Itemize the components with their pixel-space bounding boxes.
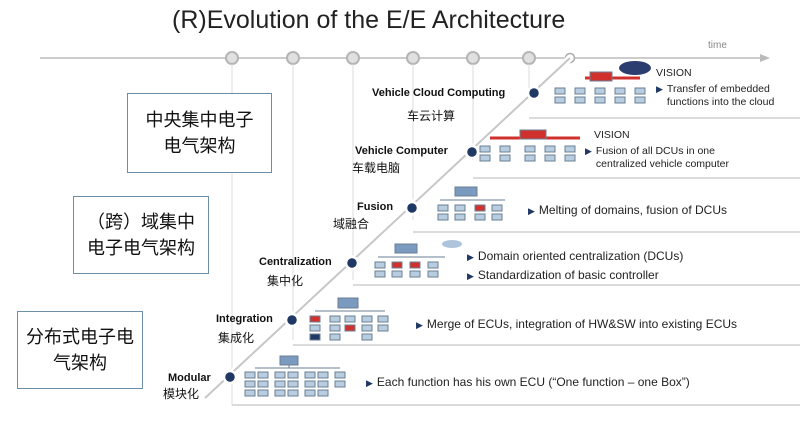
stage-cn-fusion: 域融合 <box>333 217 370 231</box>
stage-label-modular: Modular <box>168 372 211 384</box>
modular-ecu-diagram <box>244 355 346 397</box>
page-title: (R)Evolution of the E/E Architecture <box>172 6 566 34</box>
desc-centralization-2: ▶Standardization of basic controller <box>467 268 659 282</box>
bullet-icon: ▶ <box>585 146 592 156</box>
desc-vehicle-cloud: ▶Transfer of embedded functions into the… <box>656 83 775 108</box>
time-axis-label: time <box>708 40 727 51</box>
stage-label-fusion: Fusion <box>357 201 394 213</box>
stage-cn-centralization: 集中化 <box>267 274 304 288</box>
vehicle-cloud-ecu-diagram <box>554 61 651 104</box>
integration-ecu-diagram <box>309 297 389 341</box>
desc-modular: ▶Each function has his own ECU (“One fun… <box>366 375 690 389</box>
time-axis <box>40 51 770 405</box>
stage-label-integration: Integration <box>216 313 273 325</box>
stage-separator-lines <box>0 117 800 411</box>
stage-label-centralization: Centralization <box>259 256 332 268</box>
desc-vehicle-computer: ▶Fusion of all DCUs in one centralized v… <box>585 145 729 170</box>
vehicle-computer-ecu-diagram <box>479 129 580 162</box>
bullet-icon: ▶ <box>416 320 423 330</box>
vision-label-vehicle-cloud: VISION <box>656 67 692 79</box>
desc-fusion: ▶Melting of domains, fusion of DCUs <box>528 203 728 217</box>
desc-centralization-1: ▶Domain oriented centralization (DCUs) <box>467 249 684 263</box>
stage-markers <box>222 85 542 385</box>
stage-label-vehicle-computer: Vehicle Computer <box>355 145 448 157</box>
bullet-icon: ▶ <box>467 271 474 281</box>
stage-cn-integration: 集成化 <box>218 331 255 345</box>
stage-cn-modular: 模块化 <box>163 387 200 401</box>
centralization-ecu-diagram <box>374 240 462 278</box>
stage-label-vehicle-cloud: Vehicle Cloud Computing <box>372 87 506 99</box>
bullet-icon: ▶ <box>528 206 535 216</box>
category-box-domain: （跨）域集中 电子电气架构 <box>73 196 209 274</box>
stage-cn-vehicle-cloud: 车云计算 <box>407 109 456 123</box>
bullet-icon: ▶ <box>467 252 474 262</box>
vision-label-vehicle-computer: VISION <box>594 129 630 141</box>
fusion-ecu-diagram <box>437 186 505 221</box>
category-box-central: 中央集中电子 电气架构 <box>127 93 272 173</box>
stage-cn-vehicle-computer: 车载电脑 <box>352 161 401 175</box>
bullet-icon: ▶ <box>656 84 663 94</box>
bullet-icon: ▶ <box>366 378 373 388</box>
desc-integration: ▶Merge of ECUs, integration of HW&SW int… <box>416 317 738 331</box>
category-box-distributed: 分布式电子电 气架构 <box>17 311 143 389</box>
